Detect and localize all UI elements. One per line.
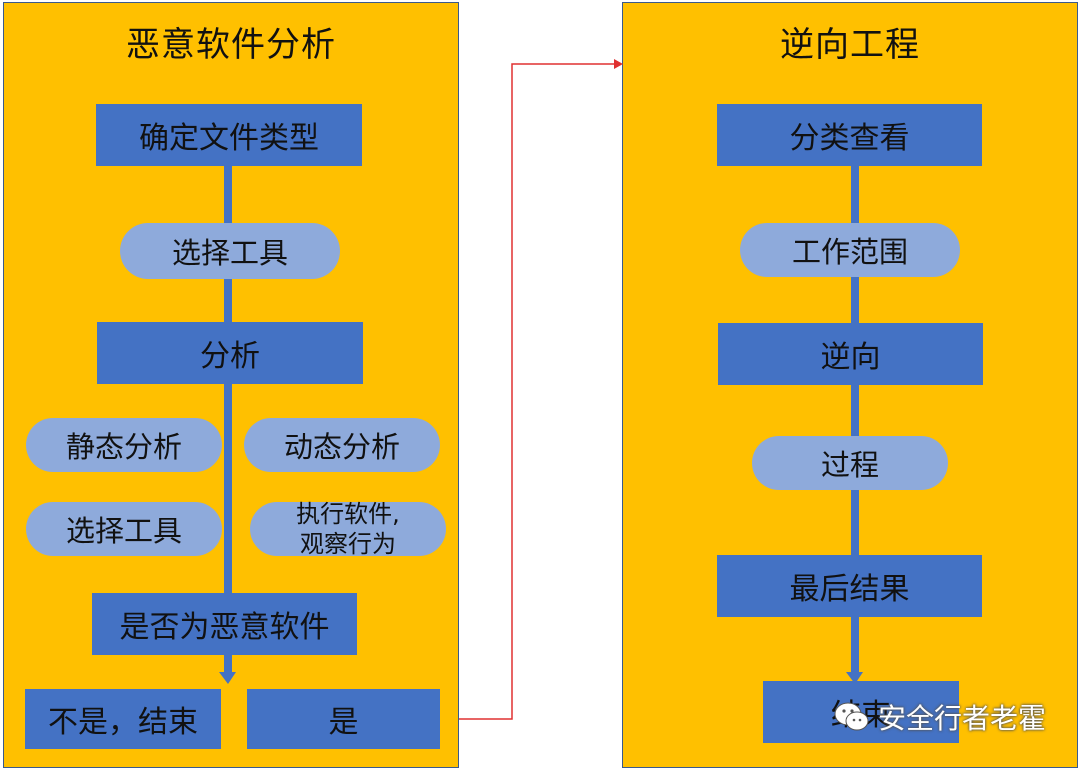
- step-analysis: 分析: [97, 322, 363, 384]
- arrow-head-left: [219, 672, 236, 684]
- step-is-malware: 是否为恶意软件: [92, 593, 357, 655]
- step-run-and-observe: 执行软件, 观察行为: [250, 500, 446, 558]
- panel-title: 逆向工程: [780, 25, 920, 65]
- watermark: 安全行者老霍: [832, 694, 1046, 740]
- panel-title: 恶意软件分析: [126, 25, 336, 65]
- observe-behavior-label: 观察行为: [300, 530, 396, 558]
- step-static-analysis: 静态分析: [26, 418, 222, 472]
- wechat-icon: [834, 702, 869, 731]
- red-connector: [459, 63, 614, 720]
- flow-line: [224, 160, 232, 675]
- step-reverse: 逆向: [718, 323, 983, 385]
- step-dynamic-analysis: 动态分析: [244, 418, 440, 472]
- step-classify-view: 分类查看: [717, 104, 982, 166]
- flow-line: [851, 160, 859, 675]
- step-select-tools-static: 选择工具: [26, 502, 222, 556]
- watermark-text: 安全行者老霍: [878, 702, 1047, 735]
- step-process: 过程: [752, 436, 948, 490]
- step-determine-file-type: 确定文件类型: [96, 104, 362, 166]
- step-select-tools: 选择工具: [120, 223, 340, 279]
- step-work-scope: 工作范围: [740, 223, 960, 277]
- step-not-malware-end: 不是，结束: [25, 689, 221, 749]
- run-software-label: 执行软件,: [296, 500, 400, 528]
- step-is-malware-yes: 是: [247, 689, 440, 749]
- red-arrow-head: [614, 59, 623, 69]
- step-final-result: 最后结果: [717, 555, 982, 617]
- arrow-head-right: [846, 672, 863, 684]
